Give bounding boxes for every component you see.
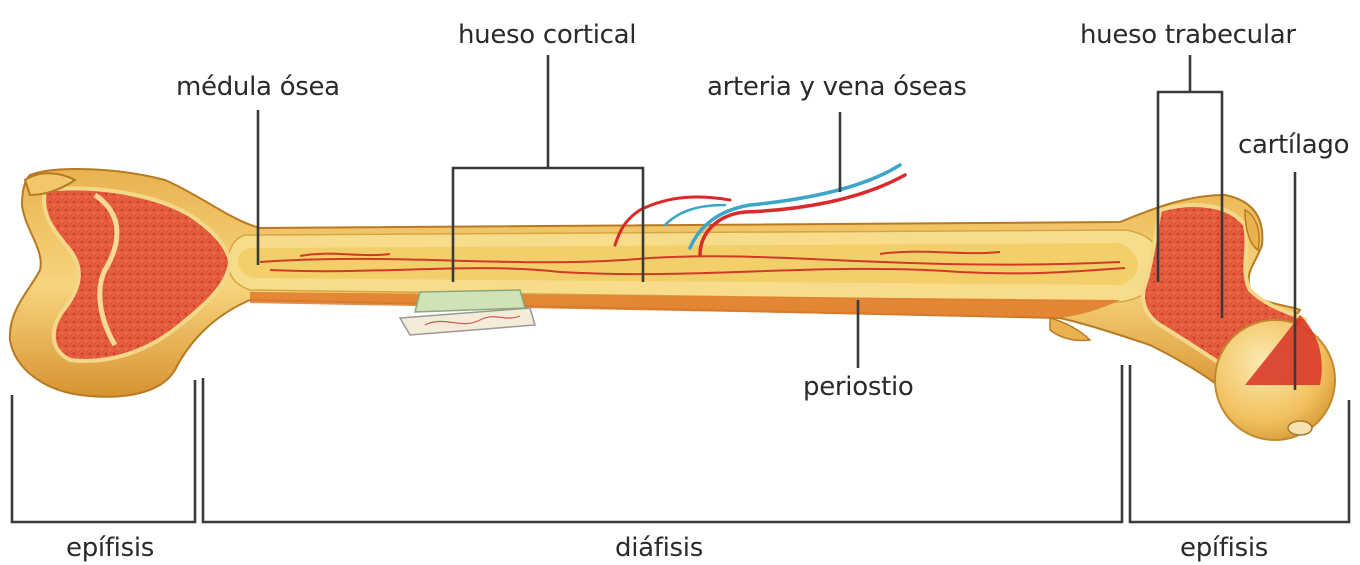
label-epifisis-right: epífisis [1180,533,1268,563]
label-diafisis: diáfisis [615,533,703,563]
label-hueso-cortical: hueso cortical [458,20,636,50]
fovea [1288,421,1312,435]
label-hueso-trabecular: hueso trabecular [1080,20,1296,50]
bracket-epifisis-left [12,380,195,522]
periosteum-flap [400,290,535,335]
label-periostio: periostio [803,372,914,402]
label-arteria-vena: arteria y vena óseas [707,72,967,102]
label-medula-osea: médula ósea [176,72,340,102]
label-epifisis-left: epífisis [66,533,154,563]
label-cartilago: cartílago [1238,130,1349,160]
bracket-diafisis [203,365,1122,522]
